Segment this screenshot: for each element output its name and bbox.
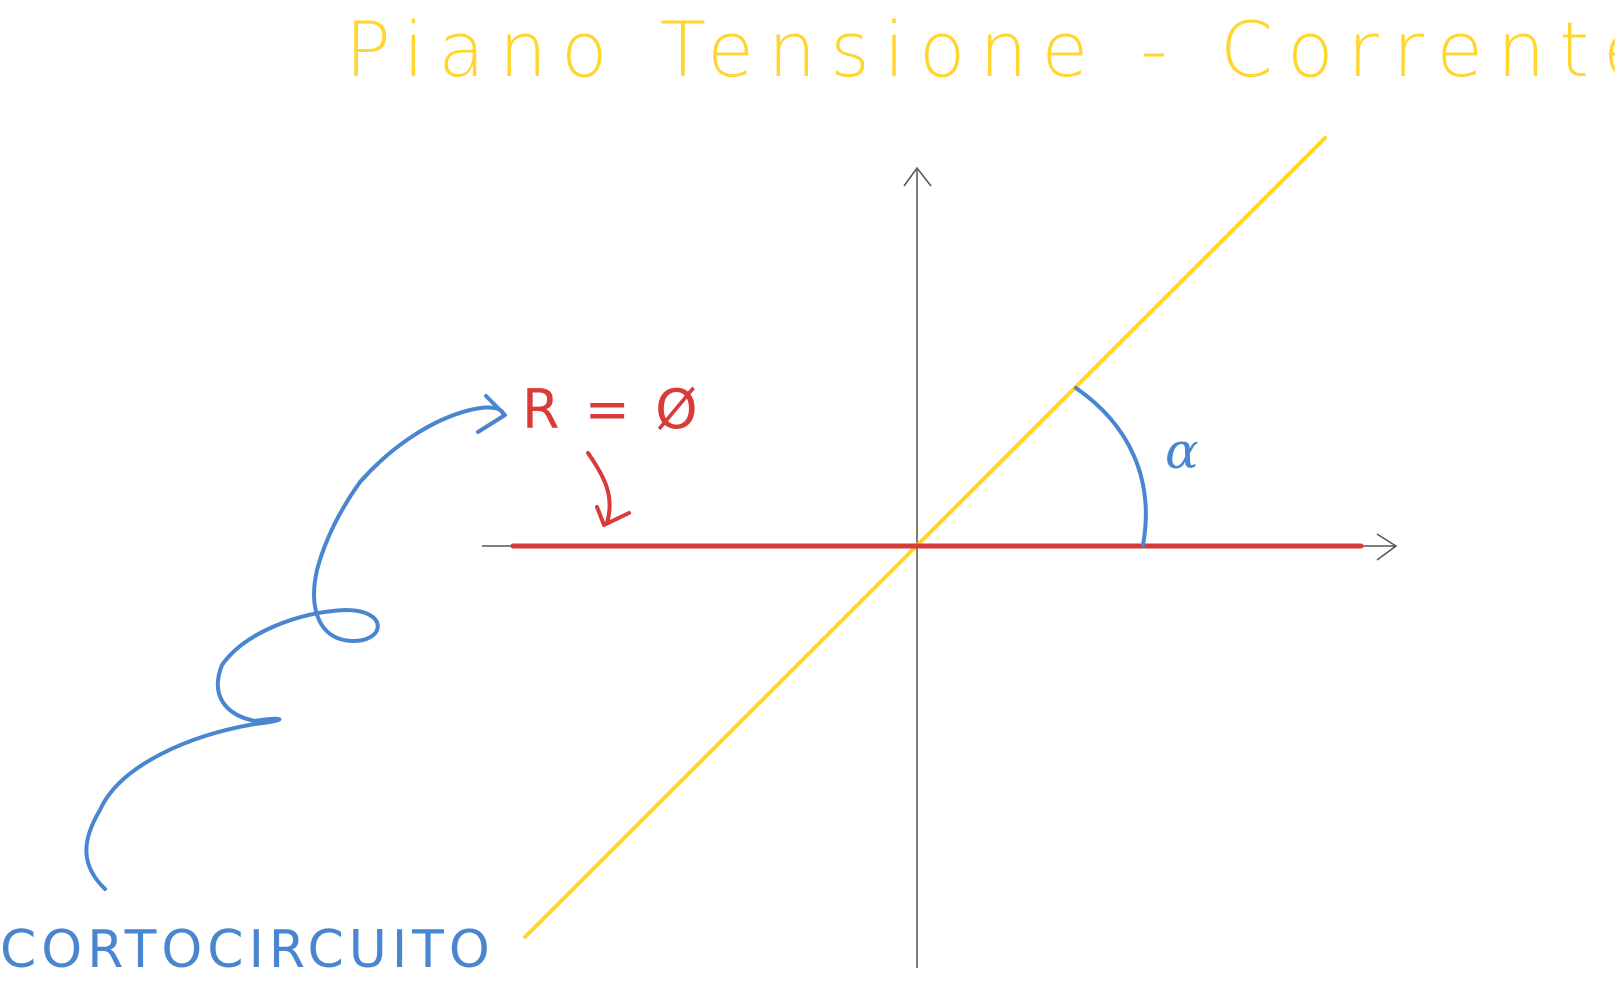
angle-label: α bbox=[1165, 422, 1199, 480]
axes bbox=[482, 166, 1398, 968]
diagram-title: Piano Tensione - Corrente bbox=[345, 5, 1615, 94]
resistance-line bbox=[523, 136, 1327, 939]
red-pointer-arrow-icon bbox=[586, 451, 631, 527]
x-axis-arrow-icon bbox=[1376, 533, 1398, 561]
y-axis-arrow-icon bbox=[903, 166, 932, 187]
short-circuit-pointer-arrow-icon bbox=[84, 394, 507, 891]
angle-arc bbox=[1074, 386, 1148, 547]
short-circuit-label: CORTOCIRCUITO bbox=[0, 920, 495, 980]
resistance-zero-label: R = Ø bbox=[522, 378, 702, 441]
